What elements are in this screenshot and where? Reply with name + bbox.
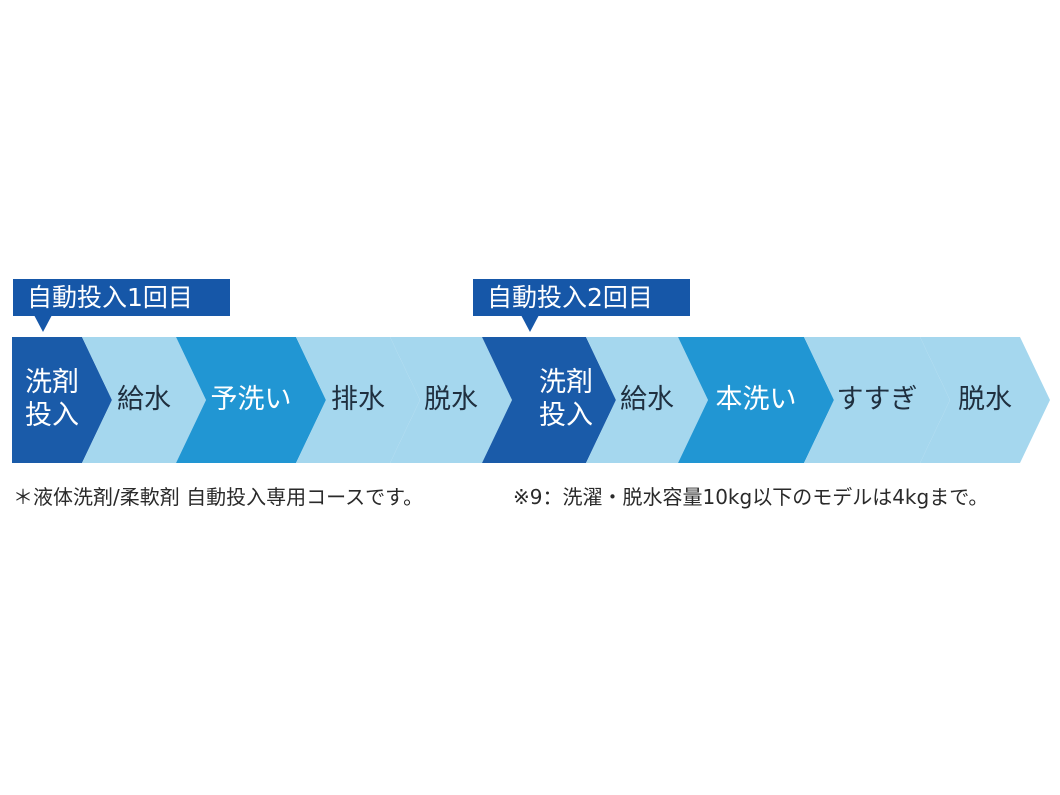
step-water-fill-2: 給水	[586, 337, 708, 463]
step-water-fill-1: 給水	[82, 337, 206, 463]
step-label: 給水	[117, 383, 171, 415]
step-label: 洗剤 投入	[25, 367, 79, 431]
callout-label: 自動投入2回目	[487, 283, 653, 312]
step-label: すすぎ	[836, 383, 918, 415]
step-label: 予洗い	[210, 383, 292, 415]
step-label: 洗剤 投入	[539, 367, 593, 431]
step-label: 給水	[620, 383, 674, 415]
step-label: 排水	[331, 383, 385, 415]
callout-label: 自動投入1回目	[27, 283, 193, 312]
step-label: 本洗い	[715, 383, 797, 415]
callout-pointer-2	[521, 315, 539, 332]
footnote-right: ※9：洗濯・脱水容量10kg以下のモデルは4kgまで。	[513, 485, 989, 509]
callout-auto-dose-2: 自動投入2回目	[473, 279, 690, 316]
wash-process-flow: 洗剤 投入 給水 予洗い 排水 脱水 洗剤 投入 給水 本洗い すすぎ 脱水	[0, 337, 1060, 463]
step-label: 脱水	[958, 383, 1012, 415]
callout-pointer-1	[34, 315, 52, 332]
callout-auto-dose-1: 自動投入1回目	[13, 279, 230, 316]
footnote-left: ＊液体洗剤/柔軟剤 自動投入専用コースです。	[13, 485, 424, 509]
step-label: 脱水	[424, 383, 478, 415]
